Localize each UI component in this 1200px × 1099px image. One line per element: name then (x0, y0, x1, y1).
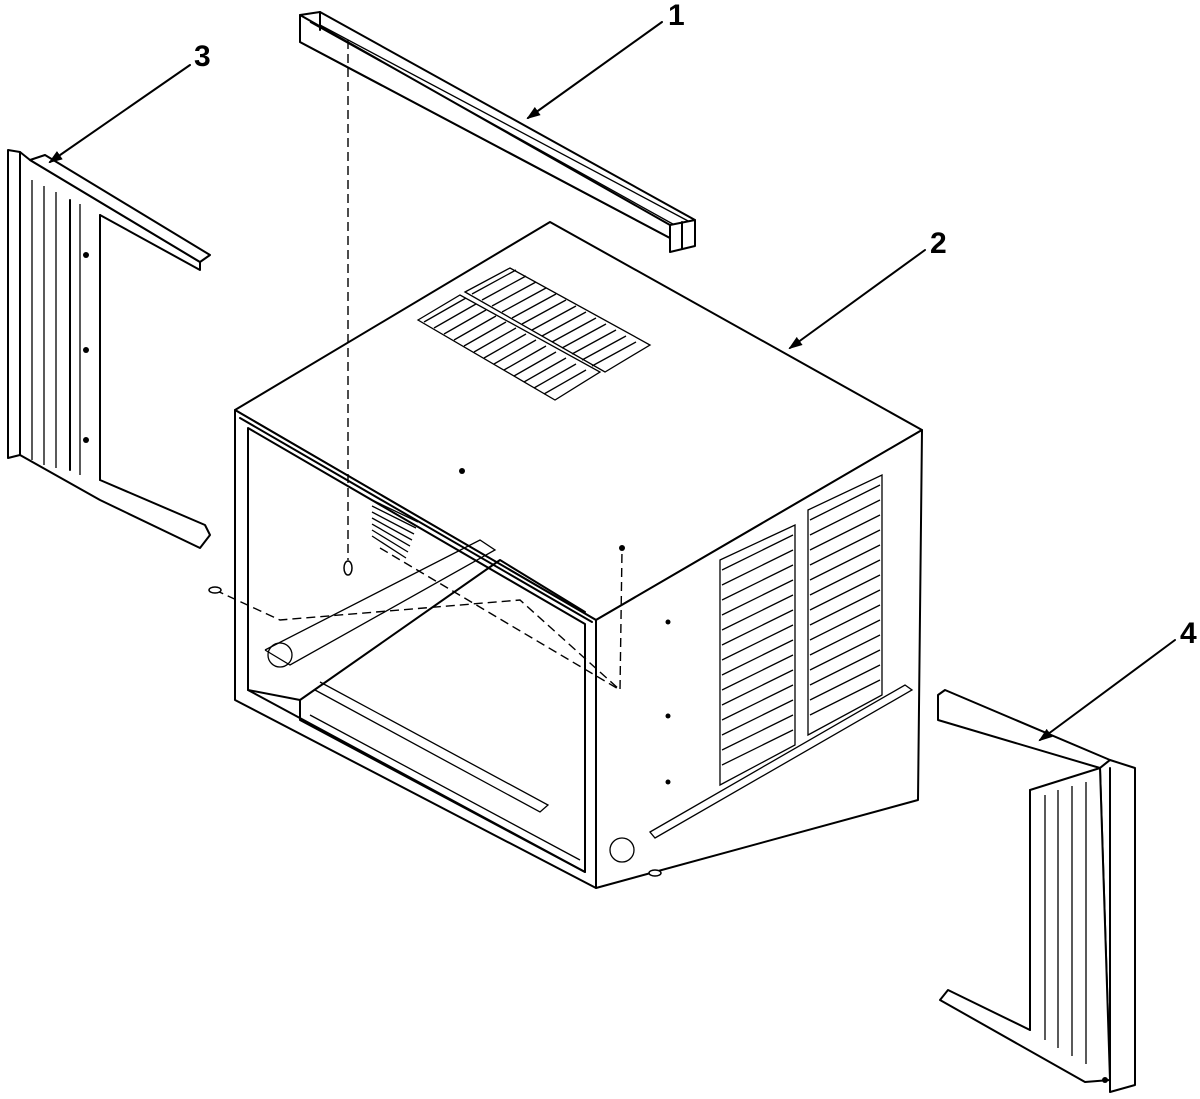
right-curtain-frame-part (937, 689, 1136, 1093)
callout-2: 2 (930, 227, 947, 260)
callout-4: 4 (1180, 617, 1197, 650)
left-curtain-frame-part (7, 149, 211, 549)
side-louver-grille-left (719, 523, 796, 787)
top-rail-part (299, 11, 696, 253)
top-vent-grille-left (416, 294, 602, 401)
callout-leader-lines (48, 21, 1176, 742)
screw-icon (208, 545, 662, 877)
bottom-louver-fins (371, 499, 419, 559)
side-louver-grille-right (807, 473, 883, 737)
callout-1: 1 (668, 0, 685, 32)
top-vent-grille-right (463, 267, 652, 373)
cabinet-sleeve-part (208, 40, 923, 889)
callout-3: 3 (194, 40, 211, 73)
